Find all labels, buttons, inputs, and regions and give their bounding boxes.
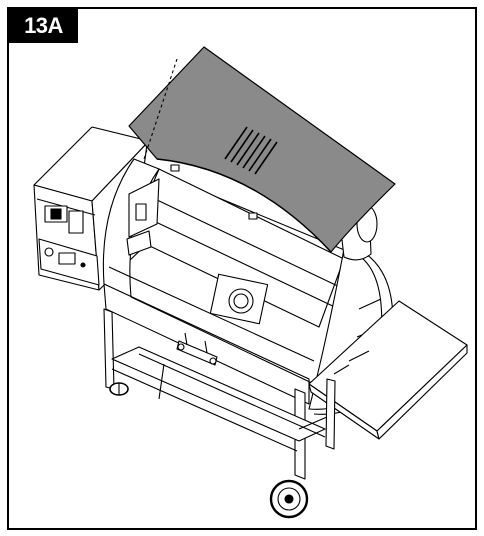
lid-hinge-left (170, 164, 180, 172)
grill-lid (128, 46, 396, 253)
hopper-button-panel (68, 210, 84, 234)
barrel-front-wall (103, 283, 310, 405)
grill-lid-assembly-illustration (33, 46, 468, 519)
front-handle (176, 332, 218, 366)
caster-front-left (109, 382, 129, 396)
step-number-badge: 13A (9, 9, 78, 43)
instruction-panel: 13A (7, 7, 477, 530)
leg-front-left (103, 308, 115, 390)
cart-frame (103, 308, 336, 480)
control-knob (44, 247, 54, 257)
wheel-right (269, 479, 309, 519)
left-side-bracket (126, 230, 152, 256)
lid-hinge-right (248, 212, 258, 220)
lid-vent-slots (224, 126, 278, 175)
control-display (58, 252, 76, 265)
leg-back-right (325, 378, 336, 450)
lower-shelf (111, 346, 326, 442)
hopper-window-inner (50, 208, 62, 220)
